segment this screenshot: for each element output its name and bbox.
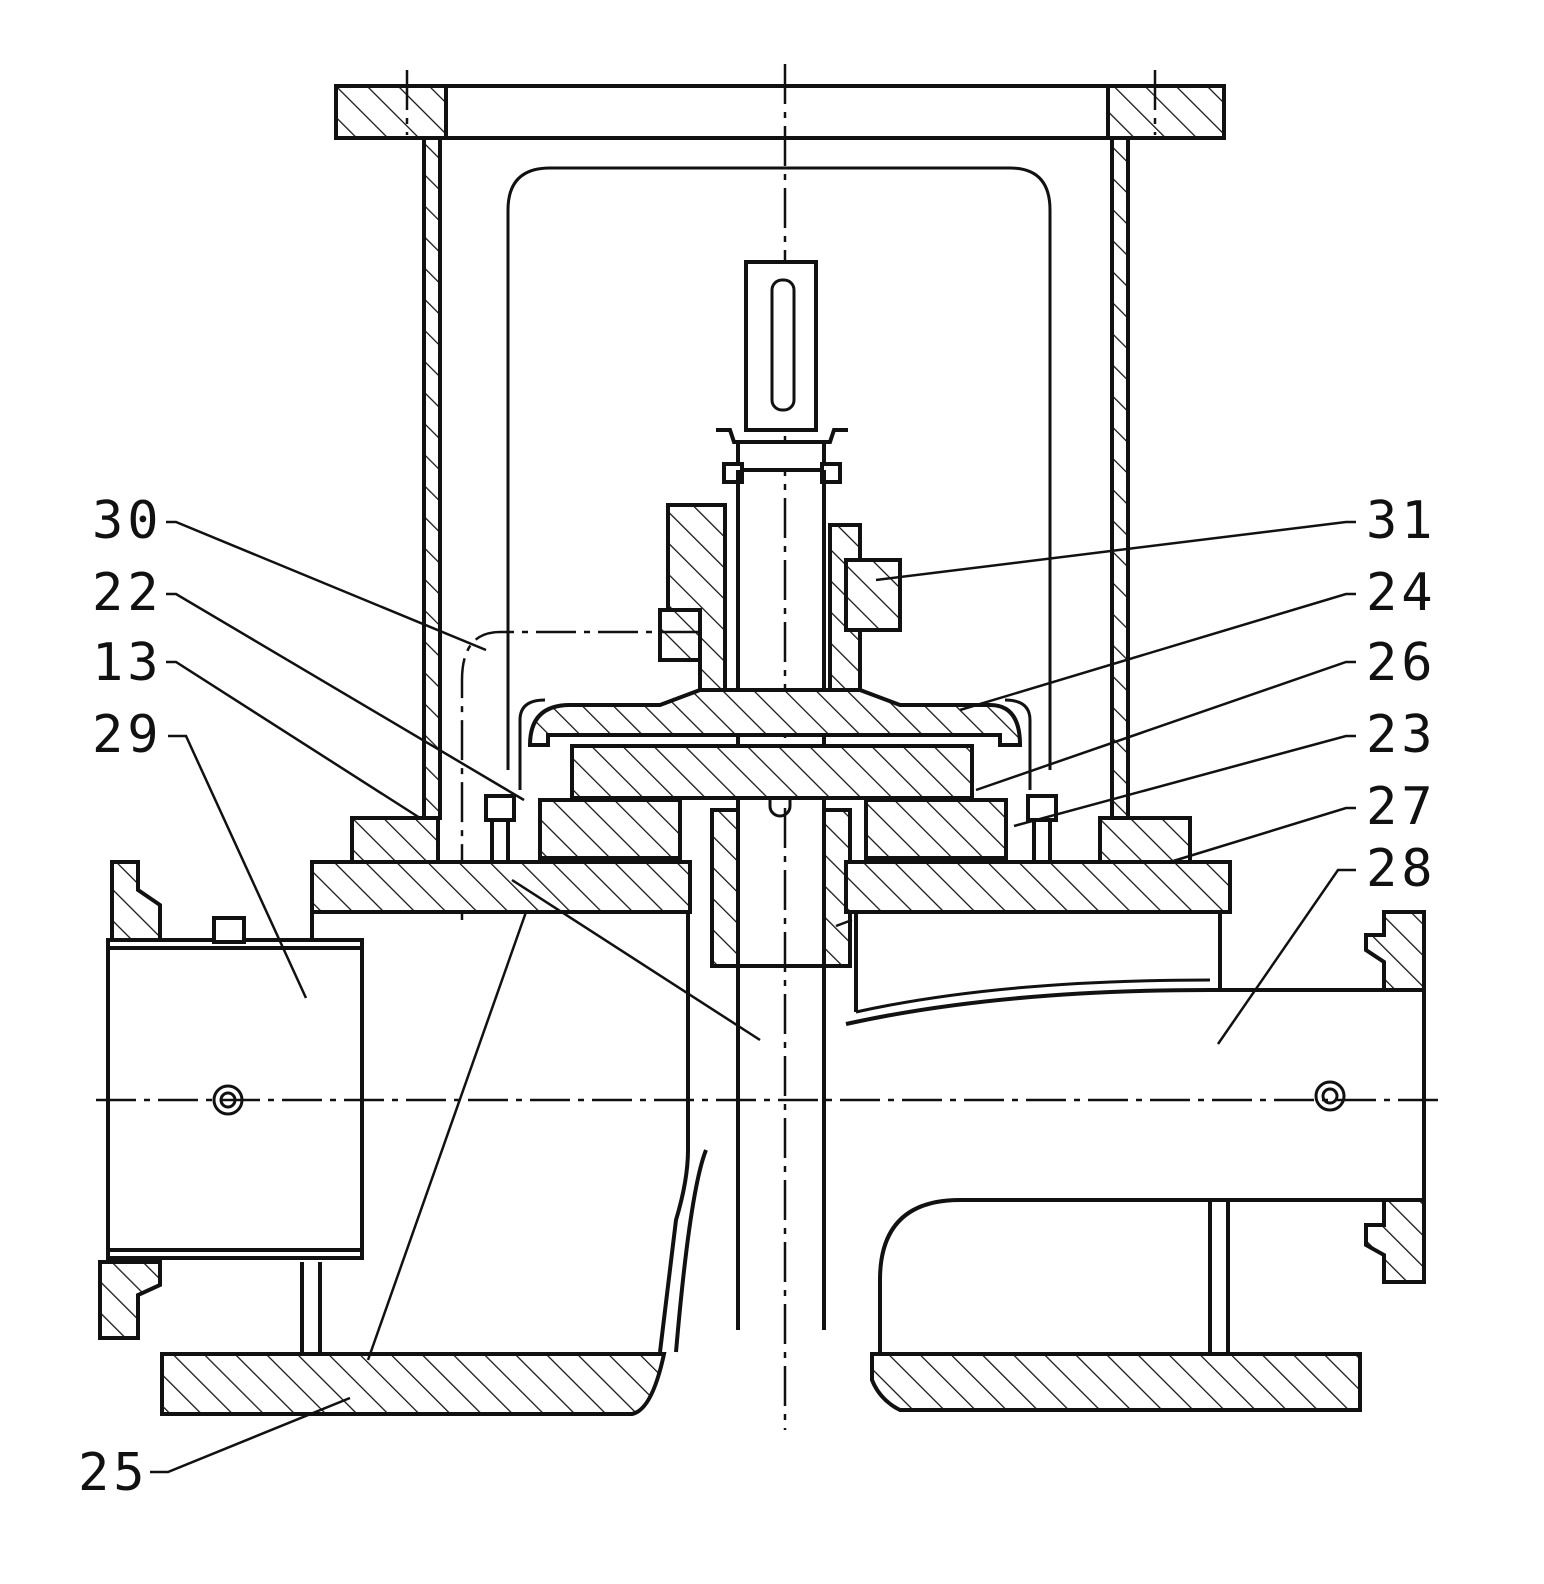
label-22: 22 — [92, 563, 163, 623]
label-27: 27 — [1366, 777, 1437, 837]
seal-ring-23 — [866, 800, 1006, 858]
disc-block — [572, 746, 972, 798]
foot-plate-right — [872, 1354, 1360, 1410]
shaft-sleeve-left — [712, 810, 738, 966]
label-13: 13 — [92, 633, 163, 693]
stand-wall-left — [424, 138, 440, 818]
label-29: 29 — [92, 705, 163, 765]
label-31: 31 — [1366, 491, 1437, 551]
shaft-top — [746, 262, 816, 430]
discharge-flange-bottom — [1366, 1200, 1424, 1282]
suction-housing — [100, 862, 706, 1352]
discharge-housing — [846, 912, 1424, 1352]
discharge-flange-top — [1366, 912, 1424, 990]
foot-plate — [162, 1354, 1360, 1414]
suction-flange-top — [112, 862, 160, 940]
top-flange-left — [336, 86, 446, 138]
label-26: 26 — [1366, 633, 1437, 693]
base-plate — [312, 862, 1230, 990]
label-23: 23 — [1366, 705, 1437, 765]
foot-plate-left — [162, 1354, 664, 1414]
seal-part-31 — [846, 560, 900, 630]
top-flange-right — [1108, 86, 1224, 138]
label-25: 25 — [78, 1443, 149, 1503]
label-30: 30 — [92, 491, 163, 551]
seal-ring-22 — [540, 800, 680, 858]
stand-wall-right — [1112, 138, 1128, 818]
stand-foot-right — [1100, 818, 1190, 862]
left-bearing-cap — [668, 505, 725, 700]
suction-flange-bottom — [100, 1262, 160, 1338]
base-plate-right — [846, 862, 1230, 912]
label-24: 24 — [1366, 563, 1437, 623]
label-28: 28 — [1366, 839, 1437, 899]
stand-foot-left — [352, 818, 438, 862]
bell-cover-24 — [530, 690, 1020, 745]
base-plate-left — [312, 862, 690, 912]
